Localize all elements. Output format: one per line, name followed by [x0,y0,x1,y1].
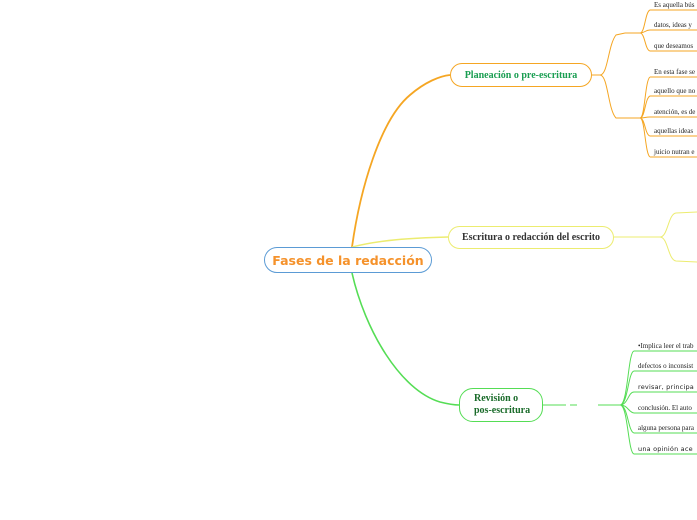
leaf-planeacion-8[interactable]: juicio nutran e [654,148,695,156]
connector-root-revision [351,272,460,406]
branch-planeacion[interactable]: Planeación o pre-escritura [450,63,592,87]
leaf-planeacion-1[interactable]: Es aquella bús [654,1,695,9]
leaf-planeacion-3[interactable]: que deseamos [654,42,694,50]
leaf-revision-5[interactable]: alguna persona para [638,424,694,432]
connector-root-escritura [351,236,449,248]
leaf-planeacion-5[interactable]: aquello que no [654,87,696,95]
leaf-revision-1[interactable]: •Implica leer el trab [638,342,694,350]
branch-revision-label-line1: Revisión o [474,393,519,404]
branch-escritura[interactable]: Escritura o redacción del escrito [448,226,614,249]
root-node[interactable]: Fases de la redacción [264,247,432,273]
branch-planeacion-label: Planeación o pre-escritura [464,69,578,81]
leaf-planeacion-7[interactable]: aquellas ideas [654,127,694,135]
connector-revision-leaves [619,350,635,455]
connector-escritura-hub [614,211,697,263]
branch-revision-label-line2: pos-escritura [474,405,531,416]
connector-root-planeacion [351,74,451,248]
connector-g2 [625,76,651,158]
leaf-planeacion-2[interactable]: datos, ideas y [654,21,692,29]
branch-revision[interactable]: Revisión o pos-escritura [459,388,543,422]
leaf-planeacion-6[interactable]: atención, es de [654,108,696,116]
leaf-revision-2[interactable]: defectos o inconsist [638,362,694,370]
leaf-revision-6[interactable]: una opinión ace [638,445,693,453]
connector-g1 [625,9,651,52]
connector-planeacion-hub2 [599,74,625,119]
branch-revision-label: Revisión o pos-escritura [474,393,530,417]
leaf-planeacion-4[interactable]: En esta fase se [654,68,696,76]
leaf-revision-3[interactable]: revisar, principa [638,383,694,391]
root-title: Fases de la redacción [272,252,424,268]
connector-planeacion-hub [592,32,626,76]
leaf-revision-4[interactable]: conclusión. El auto [638,404,692,412]
branch-escritura-label: Escritura o redacción del escrito [461,232,601,243]
